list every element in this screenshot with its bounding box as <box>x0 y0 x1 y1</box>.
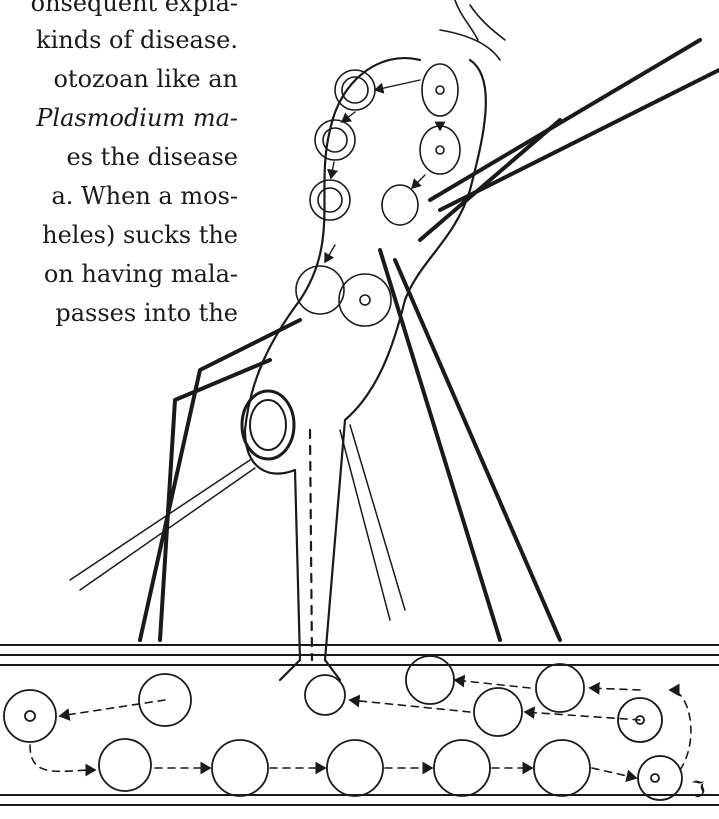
corner-mark: ℑ <box>690 778 705 803</box>
proboscis <box>70 425 405 620</box>
mosquito-eye <box>242 391 294 459</box>
circulation-arrows <box>30 680 691 778</box>
mosquito-body <box>245 58 486 680</box>
gut-arrows <box>325 80 440 262</box>
antennae <box>440 0 505 60</box>
blood-cells <box>4 656 682 800</box>
blood-vessel <box>0 645 719 805</box>
